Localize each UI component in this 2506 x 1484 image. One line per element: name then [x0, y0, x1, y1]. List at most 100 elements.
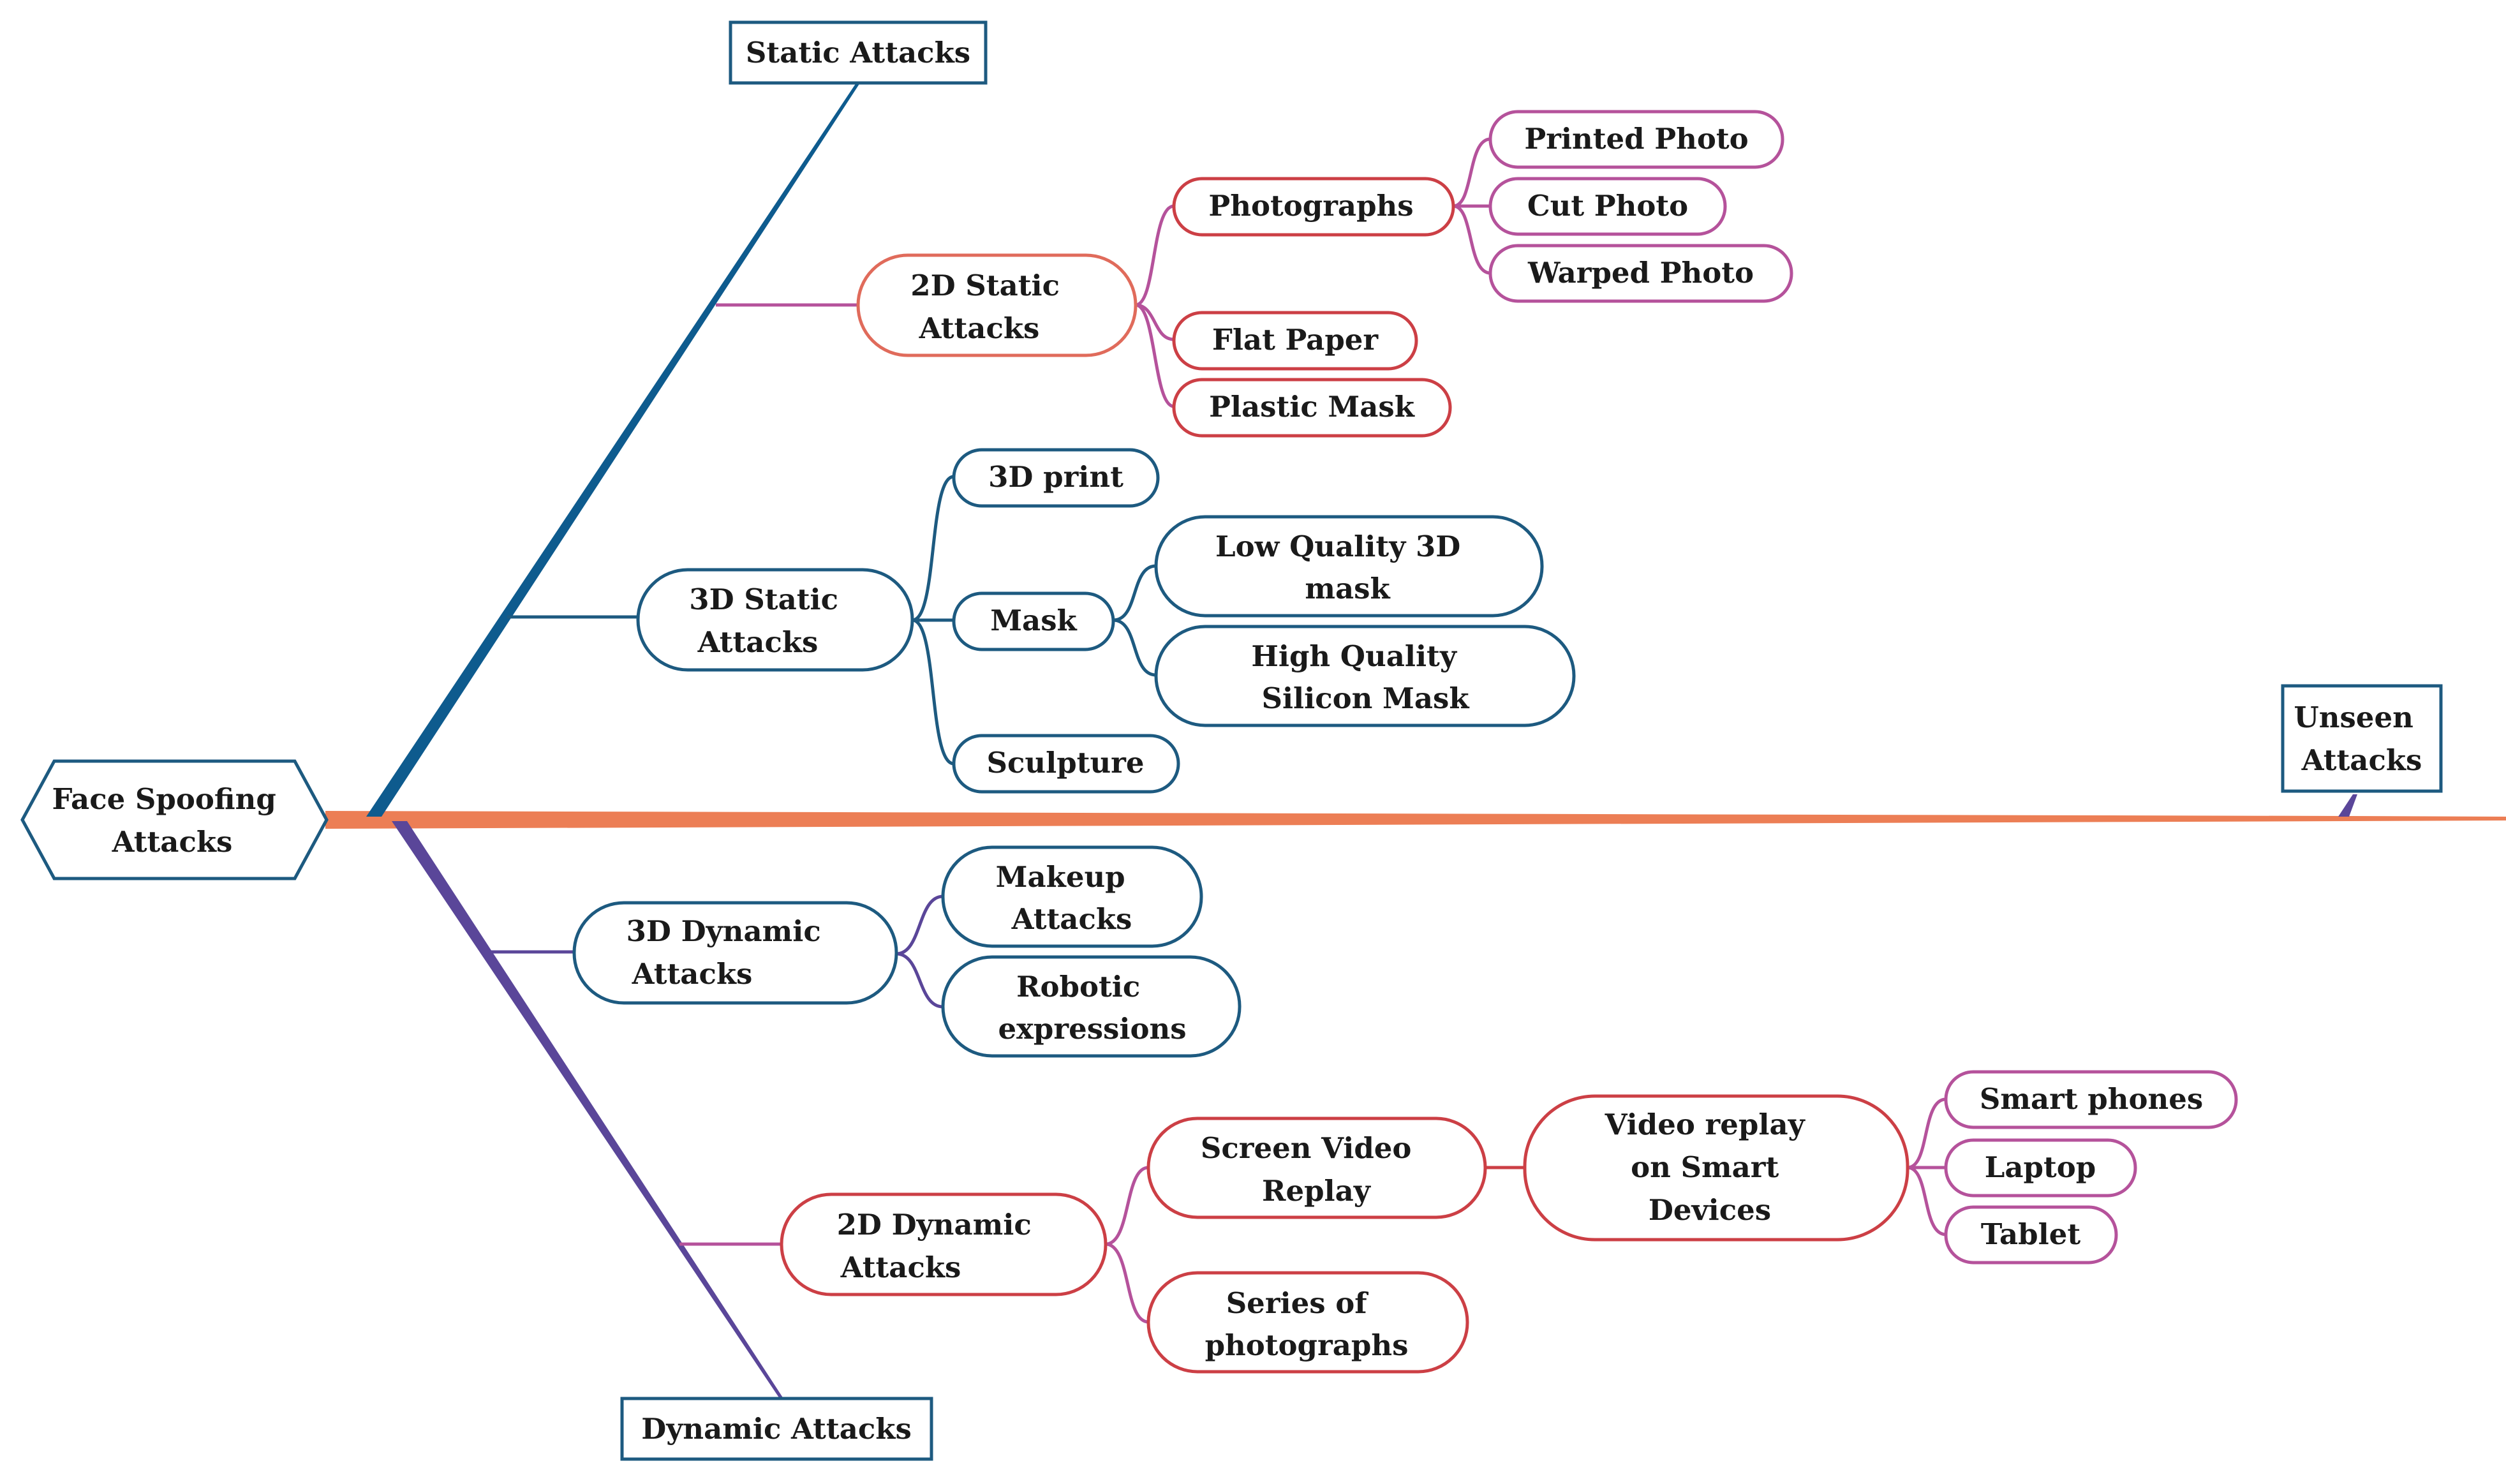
node-laptop: Laptop [1944, 1138, 2137, 1198]
node-plastic-mask-label: Plastic Mask [1209, 390, 1415, 424]
node-flat-paper: Flat Paper [1172, 311, 1418, 371]
node-3d-dynamic-line2: Attacks [632, 957, 753, 991]
node-series-line1: Series of [1226, 1286, 1369, 1320]
node-low-quality-mask: Low Quality 3D mask [1154, 515, 1544, 618]
svg-text:Screen Video Replay: Screen Video Replay [1201, 1131, 1421, 1208]
node-photographs: Photographs [1172, 177, 1455, 237]
node-high-quality-line2: Silicon Mask [1261, 681, 1469, 715]
svg-text:Face Spoofing Attacks: Face Spoofing Attacks [52, 782, 286, 859]
node-2d-static-line2: Attacks [919, 311, 1040, 345]
node-3d-static-line1: 3D Static [689, 582, 838, 616]
node-low-quality-line1: Low Quality 3D [1215, 530, 1460, 563]
node-plastic-mask: Plastic Mask [1172, 378, 1452, 438]
connector-high-quality [1113, 618, 1157, 677]
node-series-photographs: Series of photographs [1146, 1271, 1469, 1374]
static-attacks-label: Static Attacks [746, 36, 970, 70]
node-2d-static-attacks: 2D Static Attacks [856, 253, 1138, 357]
node-series-line2: photographs [1205, 1328, 1409, 1362]
node-3d-static-line2: Attacks [697, 625, 819, 659]
connector-plastic-mask [1135, 303, 1175, 408]
node-makeup-line1: Makeup [996, 860, 1125, 894]
svg-text:2D Dynamic Attacks: 2D Dynamic Attacks [837, 1208, 1042, 1284]
node-cut-photo-label: Cut Photo [1527, 189, 1688, 223]
node-warped-photo-label: Warped Photo [1527, 256, 1754, 290]
svg-text:3D Static Attacks: 3D Static Attacks [689, 582, 848, 659]
svg-text:3D Dynamic Attacks: 3D Dynamic Attacks [626, 914, 831, 991]
svg-text:Video replay on Smart: Video replay on Smart Devices [1605, 1108, 1815, 1227]
node-makeup-line2: Attacks [1011, 902, 1132, 936]
root-label-line2: Attacks [112, 825, 233, 859]
node-warped-photo: Warped Photo [1488, 244, 1793, 303]
node-low-quality-line2: mask [1305, 572, 1390, 605]
node-video-replay-line1: Video replay [1605, 1108, 1806, 1141]
connector-warped-photo [1453, 204, 1491, 275]
node-laptop-label: Laptop [1985, 1150, 2096, 1184]
static-attacks-node: Static Attacks [729, 20, 988, 85]
node-video-replay-line2: on Smart [1631, 1150, 1779, 1184]
root-node: Face Spoofing Attacks [20, 759, 329, 880]
node-video-replay-line3: Devices [1649, 1193, 1771, 1227]
node-high-quality-line1: High Quality [1251, 639, 1458, 673]
node-robotic-expressions: Robotic expressions [941, 955, 1242, 1058]
connector-3d-print [912, 475, 954, 622]
node-3d-print: 3D print [952, 448, 1160, 508]
node-sculpture-label: Sculpture [986, 746, 1144, 780]
node-sculpture: Sculpture [952, 734, 1180, 794]
connector-photographs [1135, 204, 1175, 307]
node-smart-phones: Smart phones [1944, 1070, 2238, 1129]
svg-text:Low Quality 3D mask: Low Quality 3D mask [1215, 530, 1471, 605]
node-printed-photo-label: Printed Photo [1524, 122, 1748, 156]
node-screen-video-replay: Screen Video Replay [1146, 1117, 1487, 1219]
node-3d-print-label: 3D print [988, 460, 1123, 494]
svg-text:2D Static Attacks: 2D Static Attacks [910, 269, 1069, 345]
node-makeup-attacks: Makeup Attacks [941, 845, 1203, 948]
node-2d-static-line1: 2D Static [910, 269, 1060, 302]
horizontal-axis-branch [325, 811, 2506, 829]
dynamic-attacks-branch [392, 821, 783, 1399]
node-high-quality-mask: High Quality Silicon Mask [1154, 625, 1576, 727]
unseen-attacks-node: Unseen Attacks [2281, 684, 2443, 793]
unseen-attacks-connector [2338, 794, 2357, 817]
node-screen-replay-line2: Replay [1262, 1174, 1372, 1208]
connector-screen-replay [1105, 1166, 1149, 1246]
svg-text:Unseen Attacks: Unseen Attacks [2294, 701, 2424, 777]
connector-makeup [896, 894, 944, 956]
connector-smart-phones [1907, 1097, 1946, 1169]
static-attacks-branch [366, 83, 860, 817]
node-3d-dynamic-line1: 3D Dynamic [626, 914, 821, 948]
dynamic-attacks-node: Dynamic Attacks [620, 1397, 933, 1461]
root-label-line1: Face Spoofing [52, 782, 276, 816]
svg-text:Series of photographs: Series of photographs [1205, 1286, 1409, 1362]
node-screen-replay-line1: Screen Video [1201, 1131, 1412, 1165]
node-3d-static-attacks: 3D Static Attacks [636, 568, 914, 672]
node-mask: Mask [952, 591, 1115, 651]
connector-low-quality [1113, 564, 1157, 622]
node-printed-photo: Printed Photo [1488, 110, 1784, 169]
connector-tablet [1907, 1166, 1946, 1236]
node-tablet-label: Tablet [1981, 1217, 2081, 1251]
node-2d-dynamic-line1: 2D Dynamic [837, 1208, 1032, 1242]
svg-text:Makeup Attacks: Makeup Attacks [996, 860, 1136, 936]
node-robotic-line1: Robotic [1016, 970, 1140, 1004]
dynamic-attacks-label: Dynamic Attacks [641, 1412, 912, 1446]
node-2d-dynamic-attacks: 2D Dynamic Attacks [780, 1192, 1108, 1296]
node-video-replay-devices: Video replay on Smart Devices [1523, 1094, 1909, 1242]
connector-robotic [896, 952, 944, 1009]
node-mask-label: Mask [990, 604, 1077, 637]
connector-sculpture [912, 618, 954, 766]
node-photographs-label: Photographs [1208, 189, 1413, 223]
node-2d-dynamic-line2: Attacks [840, 1250, 961, 1284]
connector-printed-photo [1453, 137, 1491, 208]
node-cut-photo: Cut Photo [1488, 177, 1727, 236]
svg-text:Robotic expressions: Robotic expressions [998, 970, 1186, 1046]
node-3d-dynamic-attacks: 3D Dynamic Attacks [572, 901, 898, 1005]
node-smart-phones-label: Smart phones [1980, 1082, 2203, 1116]
node-flat-paper-label: Flat Paper [1212, 323, 1379, 357]
connector-series [1105, 1242, 1149, 1324]
unseen-label-line1: Unseen [2294, 701, 2413, 734]
svg-text:High Quality Silicon M: High Quality Silicon Mask [1251, 639, 1469, 715]
node-tablet: Tablet [1944, 1205, 2118, 1265]
node-robotic-line2: expressions [998, 1012, 1186, 1046]
